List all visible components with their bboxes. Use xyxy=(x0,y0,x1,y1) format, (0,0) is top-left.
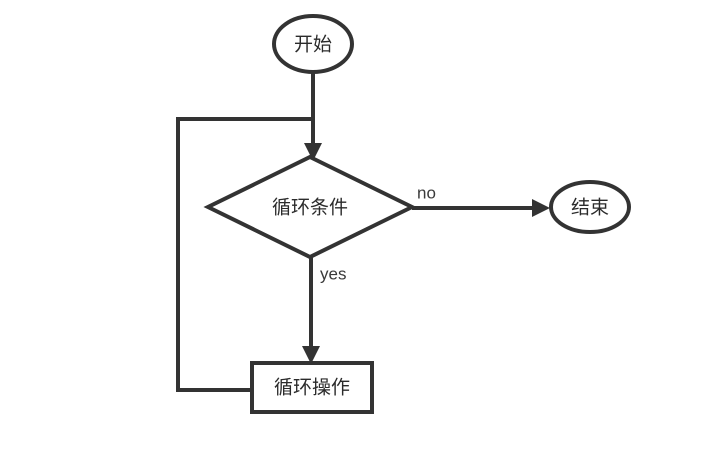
node-condition[interactable]: 循环条件 xyxy=(203,154,417,260)
node-operation[interactable]: 循环操作 xyxy=(250,361,374,414)
operation-rectangle[interactable] xyxy=(250,361,374,414)
edge-label-no: no xyxy=(417,183,436,202)
edge-operation-to-condition xyxy=(176,117,313,392)
condition-diamond[interactable] xyxy=(203,154,417,260)
end-ellipse[interactable] xyxy=(549,180,631,234)
edge-start-to-condition xyxy=(304,72,322,161)
edge-label-yes: yes xyxy=(320,264,346,283)
condition-label: 循环条件 xyxy=(272,197,348,219)
arrowhead-down-to-operation xyxy=(302,346,320,364)
start-label: 开始 xyxy=(294,34,332,56)
node-end[interactable]: 结束 xyxy=(549,180,631,234)
arrowhead-right-to-end xyxy=(532,199,550,217)
arrowhead-down-to-condition xyxy=(304,143,322,161)
node-start[interactable]: 开始 xyxy=(272,14,354,74)
start-ellipse[interactable] xyxy=(272,14,354,74)
operation-label: 循环操作 xyxy=(274,377,350,399)
edge-condition-to-operation xyxy=(302,257,320,364)
end-label: 结束 xyxy=(571,197,609,219)
edge-condition-to-end xyxy=(412,199,550,217)
edge-operation-to-condition-line xyxy=(176,117,313,392)
